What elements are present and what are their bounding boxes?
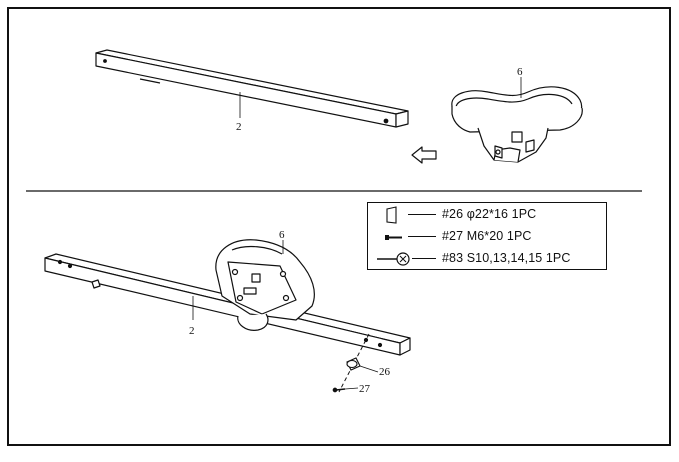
legend-dash xyxy=(408,236,436,237)
legend-text-bolt: #27 M6*20 1PC xyxy=(442,229,532,243)
legend-row-wrench: #83 S10,13,14,15 1PC xyxy=(368,249,606,269)
cap-leader xyxy=(359,365,379,373)
top-beam-label: 2 xyxy=(236,121,242,133)
legend-row-bolt: #27 M6*20 1PC xyxy=(368,227,606,247)
top-seat-label: 6 xyxy=(517,66,523,78)
legend-row-end-cap: #26 φ22*16 1PC xyxy=(368,205,606,225)
bolt-label: 27 xyxy=(359,383,371,395)
bottom-beam-label: 2 xyxy=(189,325,195,337)
legend-dash xyxy=(412,258,436,259)
cap-label: 26 xyxy=(379,366,391,378)
bottom-seat-assembly xyxy=(215,239,315,331)
legend-dash xyxy=(408,214,436,215)
legend-text-wrench: #83 S10,13,14,15 1PC xyxy=(442,251,571,265)
end-cap-outline-icon xyxy=(386,206,397,224)
end-cap xyxy=(346,357,361,371)
bolt-leader xyxy=(344,387,359,390)
assembly-path-dashed xyxy=(338,333,370,393)
wrench-icon xyxy=(377,252,410,266)
bolt xyxy=(332,387,346,393)
outer-frame xyxy=(7,7,671,446)
top-crossbar-beam xyxy=(95,49,409,128)
hardware-legend: #26 φ22*16 1PC #27 M6*20 1PC #83 S10,13,… xyxy=(367,202,607,270)
legend-text-end-cap: #26 φ22*16 1PC xyxy=(442,207,537,221)
bottom-seat-label: 6 xyxy=(279,229,285,241)
top-seat-assembly xyxy=(451,86,583,163)
outline-arrow-left-icon xyxy=(411,146,437,164)
bolt-icon xyxy=(385,235,402,240)
